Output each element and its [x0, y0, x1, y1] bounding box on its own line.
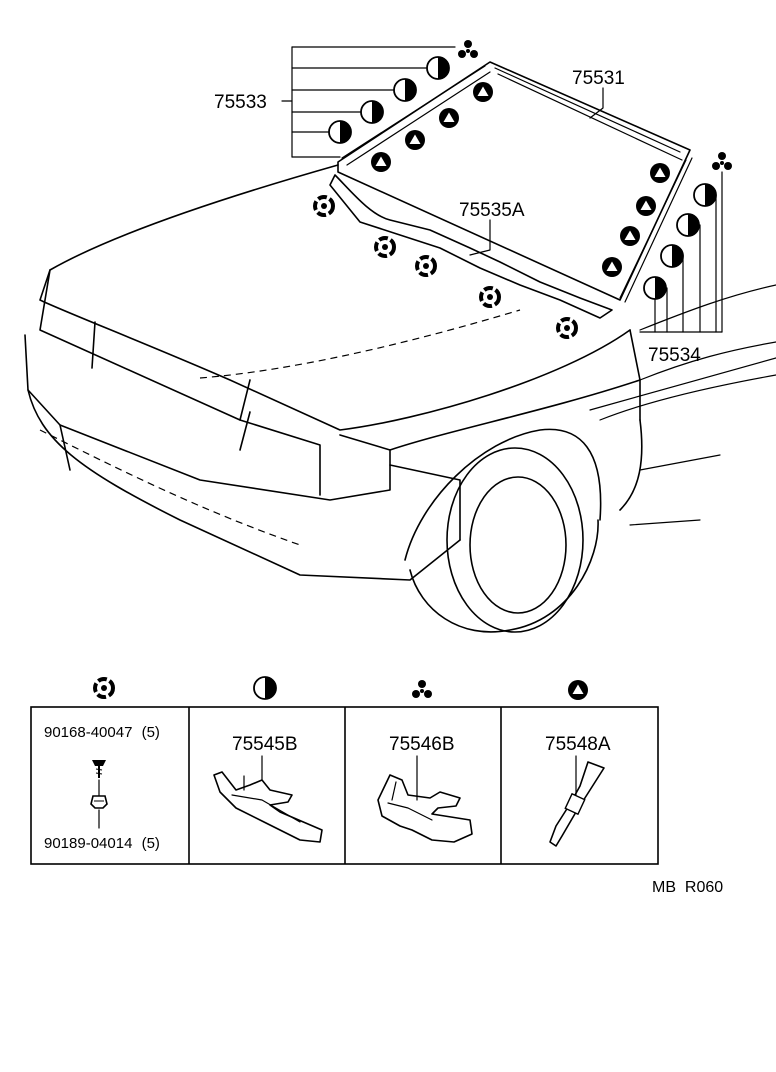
part-label: 75548A — [545, 734, 611, 755]
legend-cell-75545b: 75545B — [213, 734, 323, 843]
legend-cell-75548a: 75548A — [545, 734, 611, 847]
half-circle-icon — [426, 56, 450, 80]
half-circle-icon — [393, 78, 417, 102]
part-qty: (5) — [142, 835, 160, 852]
gear-ring-icon — [93, 677, 115, 699]
half-circle-icon — [643, 276, 667, 300]
headlight-outline — [39, 269, 251, 421]
gear-ring-icon — [415, 255, 437, 277]
clip-nut-icon — [90, 795, 108, 809]
front-wheel — [404, 428, 602, 633]
clip-75545b-drawing — [213, 771, 323, 843]
car-body-drawing — [24, 61, 776, 633]
half-circle-icon — [693, 183, 717, 207]
figure-code: MB R060 — [652, 879, 723, 896]
gear-ring-icon — [313, 195, 335, 217]
screw-icon — [92, 760, 106, 778]
part-label: 75545B — [232, 734, 298, 755]
callout-leaders — [281, 46, 723, 333]
part-number: 90168-40047 — [44, 724, 132, 741]
callout-75534: 75534 — [648, 345, 701, 366]
triangle-icon — [650, 163, 670, 183]
cowl-seal-part — [329, 174, 613, 319]
triangle-icon — [602, 257, 622, 277]
callout-75535a: 75535A — [459, 200, 525, 221]
part-qty: (5) — [142, 724, 160, 741]
part-number: 90189-04014 — [44, 835, 132, 852]
front-bumper — [27, 389, 461, 581]
windshield-frame — [337, 61, 691, 301]
bumper-dash-line — [39, 429, 301, 546]
triangle-icon — [636, 196, 656, 216]
triangle-icon — [473, 82, 493, 102]
gear-ring-icon — [556, 317, 578, 339]
gear-ring-icon — [374, 236, 396, 258]
callout-75531: 75531 — [572, 68, 625, 89]
half-circle-icon — [328, 120, 352, 144]
clip-symbols — [313, 40, 732, 339]
half-circle-icon — [660, 244, 684, 268]
legend-table: 90168-40047 (5) 90189-04014 (5) 75545B — [30, 676, 659, 865]
half-circle-icon — [253, 676, 277, 700]
clip-75546b-drawing — [377, 774, 473, 843]
triangle-icon — [405, 130, 425, 150]
triangle-icon — [439, 108, 459, 128]
triangle-icon — [620, 226, 640, 246]
three-dots-icon — [458, 40, 478, 58]
callout-75533: 75533 — [214, 92, 267, 113]
gear-ring-icon — [479, 286, 501, 308]
three-dots-icon — [712, 152, 732, 170]
part-label: 75546B — [389, 734, 455, 755]
front-panel — [24, 334, 391, 501]
svg-text:90168-40047 (5): 90168-40047 (5) — [44, 724, 160, 741]
triangle-icon — [371, 152, 391, 172]
svg-text:90189-04014 (5): 90189-04014 (5) — [44, 835, 160, 852]
legend-cell-fasteners: 90168-40047 (5) 90189-04014 (5) — [44, 724, 160, 852]
legend-cell-75546b: 75546B — [377, 734, 473, 843]
hood-outline — [39, 164, 631, 431]
triangle-icon — [568, 680, 588, 700]
half-circle-icon — [360, 100, 384, 124]
three-dots-icon — [412, 680, 432, 698]
half-circle-icon — [676, 213, 700, 237]
